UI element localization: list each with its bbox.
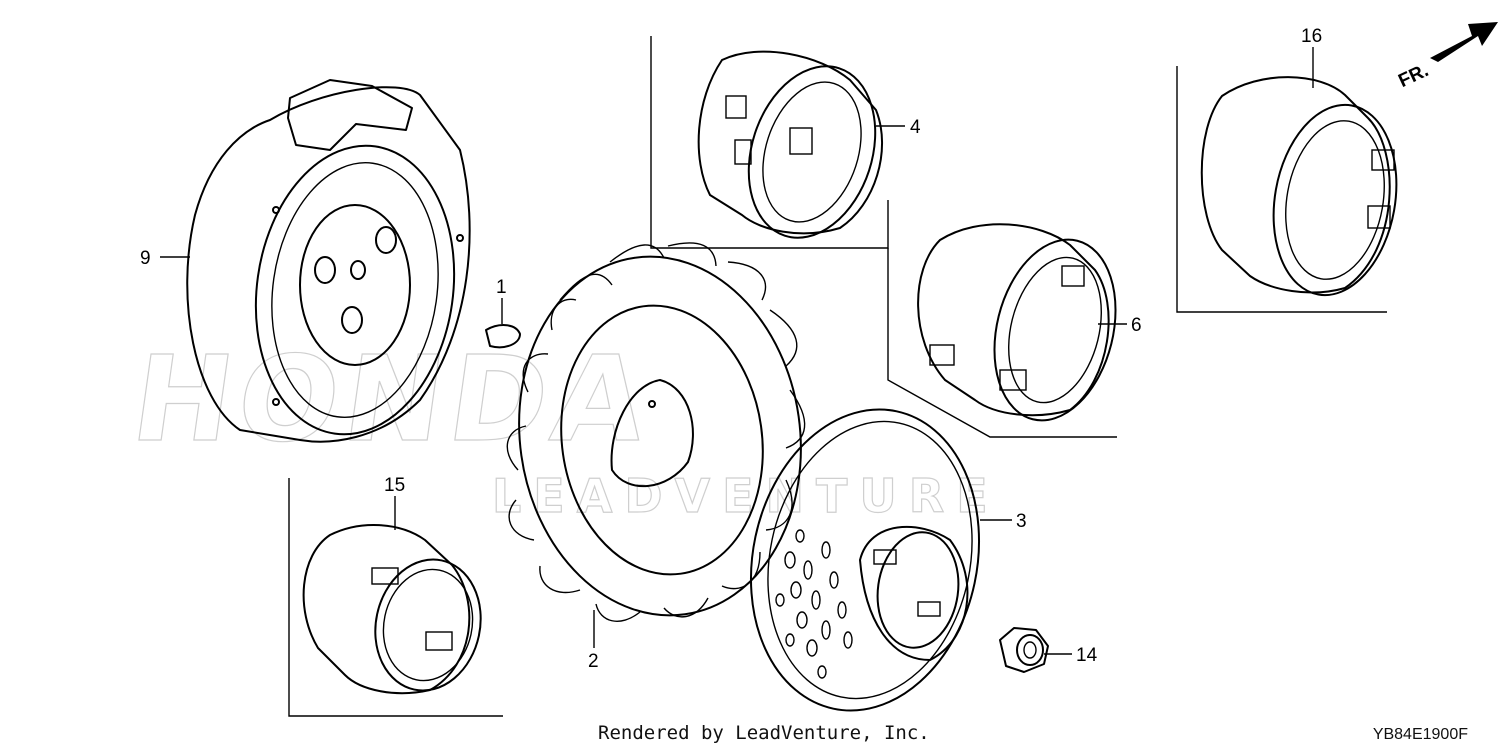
callout-16: 16 [1301, 26, 1322, 47]
part-15-sleeve[interactable] [302, 523, 493, 700]
callout-3: 3 [1016, 511, 1027, 532]
leader-lines [160, 47, 1314, 655]
part-14-flange-nut[interactable] [999, 627, 1049, 673]
callout-9: 9 [140, 248, 151, 269]
diagram-code: YB84E1900F [1372, 726, 1468, 743]
callout-2: 2 [588, 651, 599, 672]
part-4-sleeve[interactable] [697, 50, 897, 254]
callout-4: 4 [910, 117, 921, 138]
part-6-sleeve[interactable] [917, 223, 1133, 433]
part-3-starter-pulley[interactable] [724, 388, 1006, 732]
group-bracket-15 [288, 478, 503, 717]
group-bracket-4 [650, 36, 889, 249]
callout-6: 6 [1131, 315, 1142, 336]
group-bracket-16 [1176, 66, 1387, 313]
part-9-flywheel[interactable] [186, 79, 472, 447]
part-1-woodruff-key[interactable] [485, 324, 521, 349]
part-16-sleeve[interactable] [1200, 76, 1411, 305]
callout-14: 14 [1076, 645, 1098, 666]
front-direction-arrow: FR. [1395, 22, 1498, 92]
part-2-cooling-fan[interactable] [496, 238, 823, 633]
callout-1: 1 [496, 277, 507, 298]
group-bracket-6 [887, 248, 1117, 438]
render-credit: Rendered by LeadVenture, Inc. [598, 722, 930, 744]
direction-label: FR. [1395, 60, 1432, 92]
callout-15: 15 [384, 475, 405, 496]
